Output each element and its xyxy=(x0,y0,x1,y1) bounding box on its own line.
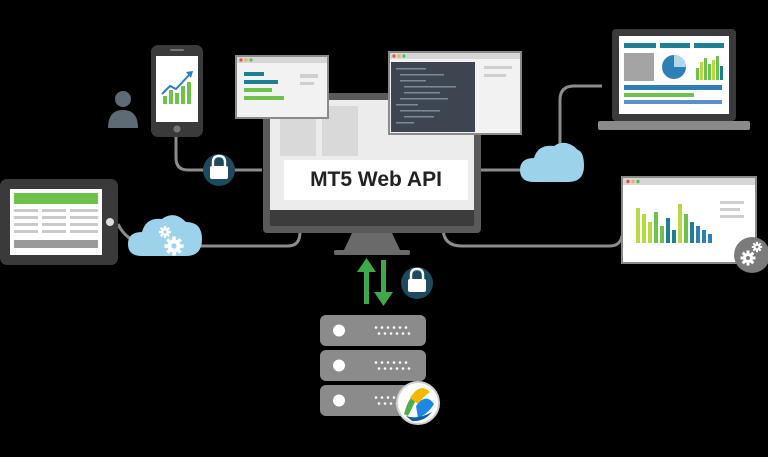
connector-phone xyxy=(174,135,262,172)
connector-chart-screen xyxy=(441,227,624,248)
connector-lines xyxy=(116,84,624,248)
server-unit xyxy=(320,315,426,346)
lock-icon xyxy=(203,154,235,186)
code-panel xyxy=(391,62,475,132)
lock-icon xyxy=(401,267,433,299)
bidirectional-arrow-icon xyxy=(357,258,393,306)
connector-laptop xyxy=(480,84,602,172)
metatrader-logo xyxy=(396,381,440,425)
mt5-web-api-label: MT5 Web API xyxy=(310,168,442,191)
laptop xyxy=(598,29,750,130)
connector-tablet xyxy=(116,223,302,248)
user-icon xyxy=(108,91,138,128)
tablet xyxy=(0,179,118,265)
gear-icon xyxy=(734,237,768,273)
center-label-box xyxy=(284,160,468,200)
floating-window-code xyxy=(388,51,522,135)
gear-icon xyxy=(159,226,184,256)
smartphone xyxy=(151,45,203,137)
monitor-base xyxy=(334,250,410,255)
monitor-neck xyxy=(344,233,400,250)
server-unit xyxy=(320,350,426,381)
cloud-icon xyxy=(520,142,584,182)
floating-window-table xyxy=(235,55,329,119)
chart-screen xyxy=(621,176,757,264)
